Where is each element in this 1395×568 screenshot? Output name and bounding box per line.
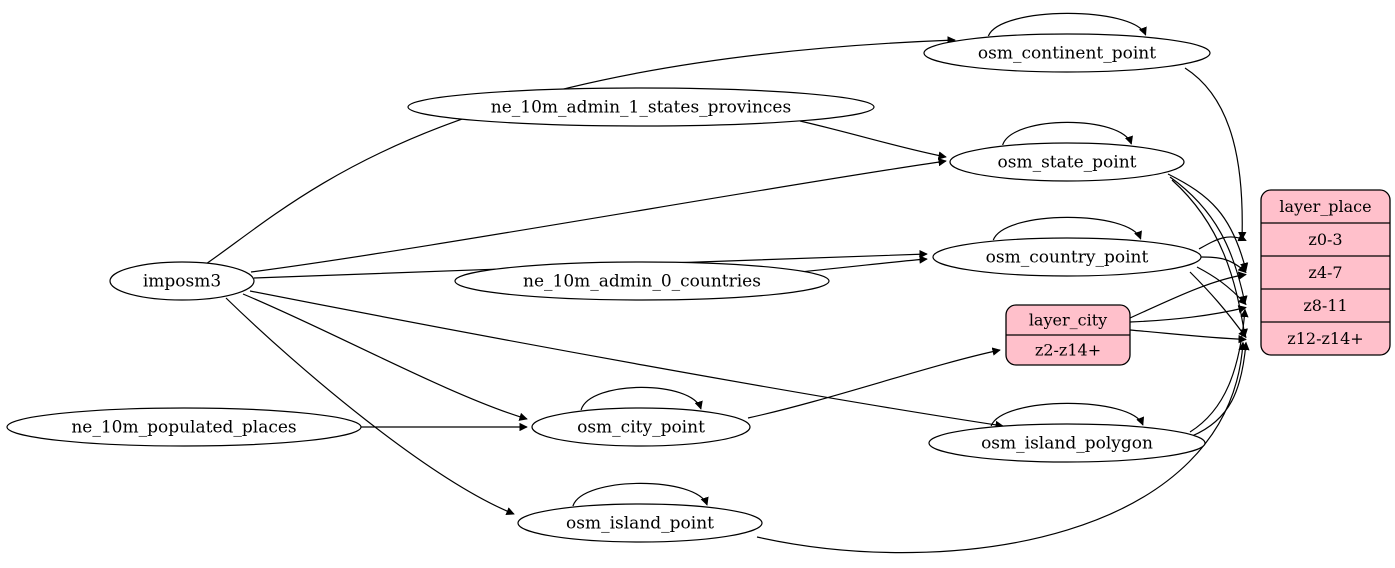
edge-osm_island_point-layer_place-z12-z14+	[756, 341, 1247, 554]
edge-imposm3-osm_continent_point	[202, 36, 956, 267]
node-shape-osm_island_point	[517, 503, 763, 543]
edge-ne_countries-osm_country_point	[799, 255, 928, 273]
node-shape-osm_continent_point	[923, 33, 1211, 73]
node-label-ne_countries: ne_10m_admin_0_countries	[523, 272, 761, 292]
edge-osm_state_point-layer_place-z4-7	[1167, 173, 1249, 272]
edge-layer_city-layer_place-z8-11	[1129, 305, 1247, 323]
edge-self-loop-osm_country_point	[992, 216, 1142, 241]
edge-osm_city_point-layer_city-z2-z14+	[747, 347, 1001, 419]
edge-self-loop-osm_island_polygon	[990, 402, 1145, 427]
edge-osm_state_point-layer_place-z8-11	[1169, 176, 1248, 305]
record-row-layer_place-4[interactable]: z12-z14+	[1287, 329, 1363, 348]
edge-imposm3-osm_island_point	[225, 297, 515, 516]
node-ne_states[interactable]: ne_10m_admin_1_states_provinces	[407, 87, 875, 127]
edge-layer_city-layer_place-z12-z14+	[1129, 329, 1247, 344]
record-row-layer_place-3[interactable]: z8-11	[1303, 296, 1347, 315]
node-label-osm_city_point: osm_city_point	[577, 418, 705, 438]
record-body-layer_place	[1260, 189, 1391, 356]
node-layer_place[interactable]: layer_place z0-3 z4-7 z8-11 z12-z14+	[1260, 189, 1391, 356]
node-osm_city_point[interactable]: osm_city_point	[531, 407, 751, 447]
node-label-imposm3: imposm3	[143, 272, 221, 292]
node-shape-ne_states	[407, 87, 875, 127]
node-osm_island_polygon[interactable]: osm_island_polygon	[928, 423, 1206, 463]
node-shape-imposm3	[109, 261, 255, 301]
node-osm_continent_point[interactable]: osm_continent_point	[923, 33, 1211, 73]
node-ne_countries[interactable]: ne_10m_admin_0_countries	[454, 261, 830, 301]
node-osm_island_point[interactable]: osm_island_point	[517, 503, 763, 543]
node-label-osm_state_point: osm_state_point	[998, 153, 1137, 173]
edge-imposm3-osm_island_polygon	[249, 290, 1004, 430]
node-shape-osm_country_point	[932, 237, 1202, 277]
edge-imposm3-osm_state_point	[250, 157, 947, 273]
edge-imposm3-osm_city_point	[242, 293, 528, 421]
node-shape-osm_island_polygon	[928, 423, 1206, 463]
node-ne_places[interactable]: ne_10m_populated_places	[6, 407, 362, 447]
node-layer_city[interactable]: layer_city z2-z14+	[1005, 304, 1131, 366]
edge-self-loop-osm_island_point	[572, 482, 709, 507]
edge-osm_country_point-layer_place-z0-3	[1198, 233, 1247, 250]
edge-ne_states-osm_state_point	[799, 120, 947, 160]
node-osm_state_point[interactable]: osm_state_point	[949, 142, 1185, 182]
record-row-layer_place-1[interactable]: z0-3	[1308, 230, 1342, 249]
node-label-osm_island_polygon: osm_island_polygon	[981, 434, 1153, 454]
node-label-osm_country_point: osm_country_point	[986, 248, 1149, 268]
node-label-ne_states: ne_10m_admin_1_states_provinces	[491, 98, 791, 118]
edge-self-loop-osm_city_point	[580, 386, 703, 411]
edge-osm_country_point-layer_place-z12-z14+	[1189, 271, 1247, 339]
node-shape-ne_places	[6, 407, 362, 447]
node-label-ne_places: ne_10m_populated_places	[71, 418, 296, 438]
edge-osm_country_point-layer_place-z8-11	[1196, 266, 1247, 306]
nodes-layer: imposm3 ne_10m_admin_1_states_provincesne…	[6, 33, 1391, 543]
record-row-layer_place-2[interactable]: z4-7	[1308, 263, 1342, 282]
edge-layer_city-layer_place-z4-7	[1129, 271, 1247, 319]
edge-self-loop-osm_continent_point	[987, 12, 1147, 37]
node-shape-ne_countries	[454, 261, 830, 301]
edge-osm_continent_point-layer_place-z0-3	[1184, 67, 1247, 241]
edge-osm_country_point-layer_place-z4-7	[1200, 256, 1247, 274]
node-shape-osm_state_point	[949, 142, 1185, 182]
node-label-osm_continent_point: osm_continent_point	[978, 44, 1156, 64]
edge-osm_island_polygon-layer_place-z12-z14+	[1191, 341, 1250, 437]
node-osm_country_point[interactable]: osm_country_point	[932, 237, 1202, 277]
node-imposm3[interactable]: imposm3	[109, 261, 255, 301]
node-shape-osm_city_point	[531, 407, 751, 447]
record-row-layer_place-0[interactable]: layer_place	[1279, 197, 1371, 216]
edge-self-loop-osm_state_point	[1002, 121, 1133, 146]
record-row-layer_city-1[interactable]: z2-z14+	[1035, 341, 1101, 360]
edges-layer	[202, 12, 1250, 554]
edge-osm_island_polygon-layer_place-z8-11	[1189, 308, 1249, 433]
record-row-layer_city-0[interactable]: layer_city	[1029, 311, 1107, 330]
node-label-osm_island_point: osm_island_point	[566, 514, 714, 534]
